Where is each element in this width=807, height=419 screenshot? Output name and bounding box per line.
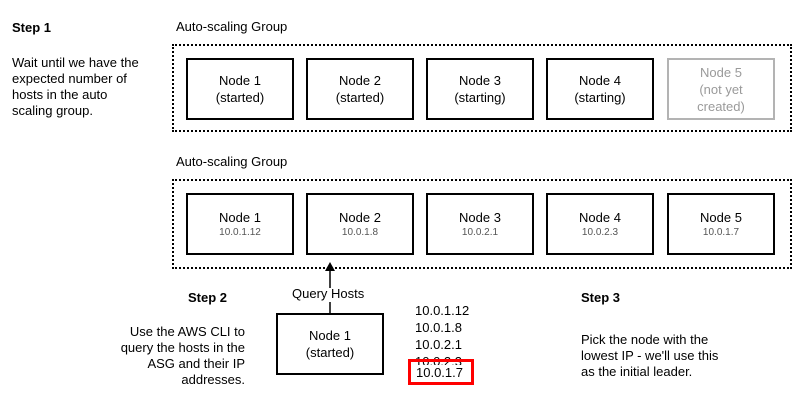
step3-title: Step 3 [581, 290, 621, 305]
asg-top-node-4: Node 4 (starting) [546, 58, 654, 120]
asg-bottom-node-3: Node 3 10.0.2.1 [426, 193, 534, 255]
ip-list-item: 10.0.2.1 [415, 337, 462, 352]
ip-list-item: 10.0.1.12 [415, 303, 470, 318]
asg-bottom-node-4: Node 4 10.0.2.3 [546, 193, 654, 255]
step2-title: Step 2 [188, 290, 228, 305]
asg-top-node-2: Node 2 (started) [306, 58, 414, 120]
query-arrow [325, 262, 335, 288]
ip-list-item: 10.0.1.8 [415, 320, 462, 335]
selected-ip: 10.0.1.7 [416, 365, 463, 380]
asg-bottom-node-2: Node 2 10.0.1.8 [306, 193, 414, 255]
asg-container-top [172, 44, 792, 132]
step1-description: Wait until we have the expected number o… [12, 55, 139, 118]
asg-label-bottom: Auto-scaling Group [176, 154, 288, 169]
query-hosts-label: Query Hosts [292, 286, 365, 301]
step2-description: Use the AWS CLI to query the hosts in th… [120, 324, 245, 387]
asg-top-node-5: Node 5 (not yet created) [667, 58, 775, 120]
selected-ip-highlight [408, 359, 474, 385]
step2-node-1: Node 1 (started) [276, 313, 384, 375]
asg-container-bottom [172, 179, 792, 269]
asg-label-top: Auto-scaling Group [176, 19, 288, 34]
asg-bottom-node-5: Node 5 10.0.1.7 [667, 193, 775, 255]
query-connector-line [329, 302, 331, 314]
asg-bottom-node-1: Node 1 10.0.1.12 [186, 193, 294, 255]
asg-top-node-1: Node 1 (started) [186, 58, 294, 120]
ip-list: 10.0.1.12 10.0.1.8 10.0.2.1 10.0.2.3 [415, 302, 469, 365]
step1-title: Step 1 [12, 20, 52, 35]
asg-top-node-3: Node 3 (starting) [426, 58, 534, 120]
step3-description: Pick the node with the lowest IP - we'll… [581, 332, 719, 379]
